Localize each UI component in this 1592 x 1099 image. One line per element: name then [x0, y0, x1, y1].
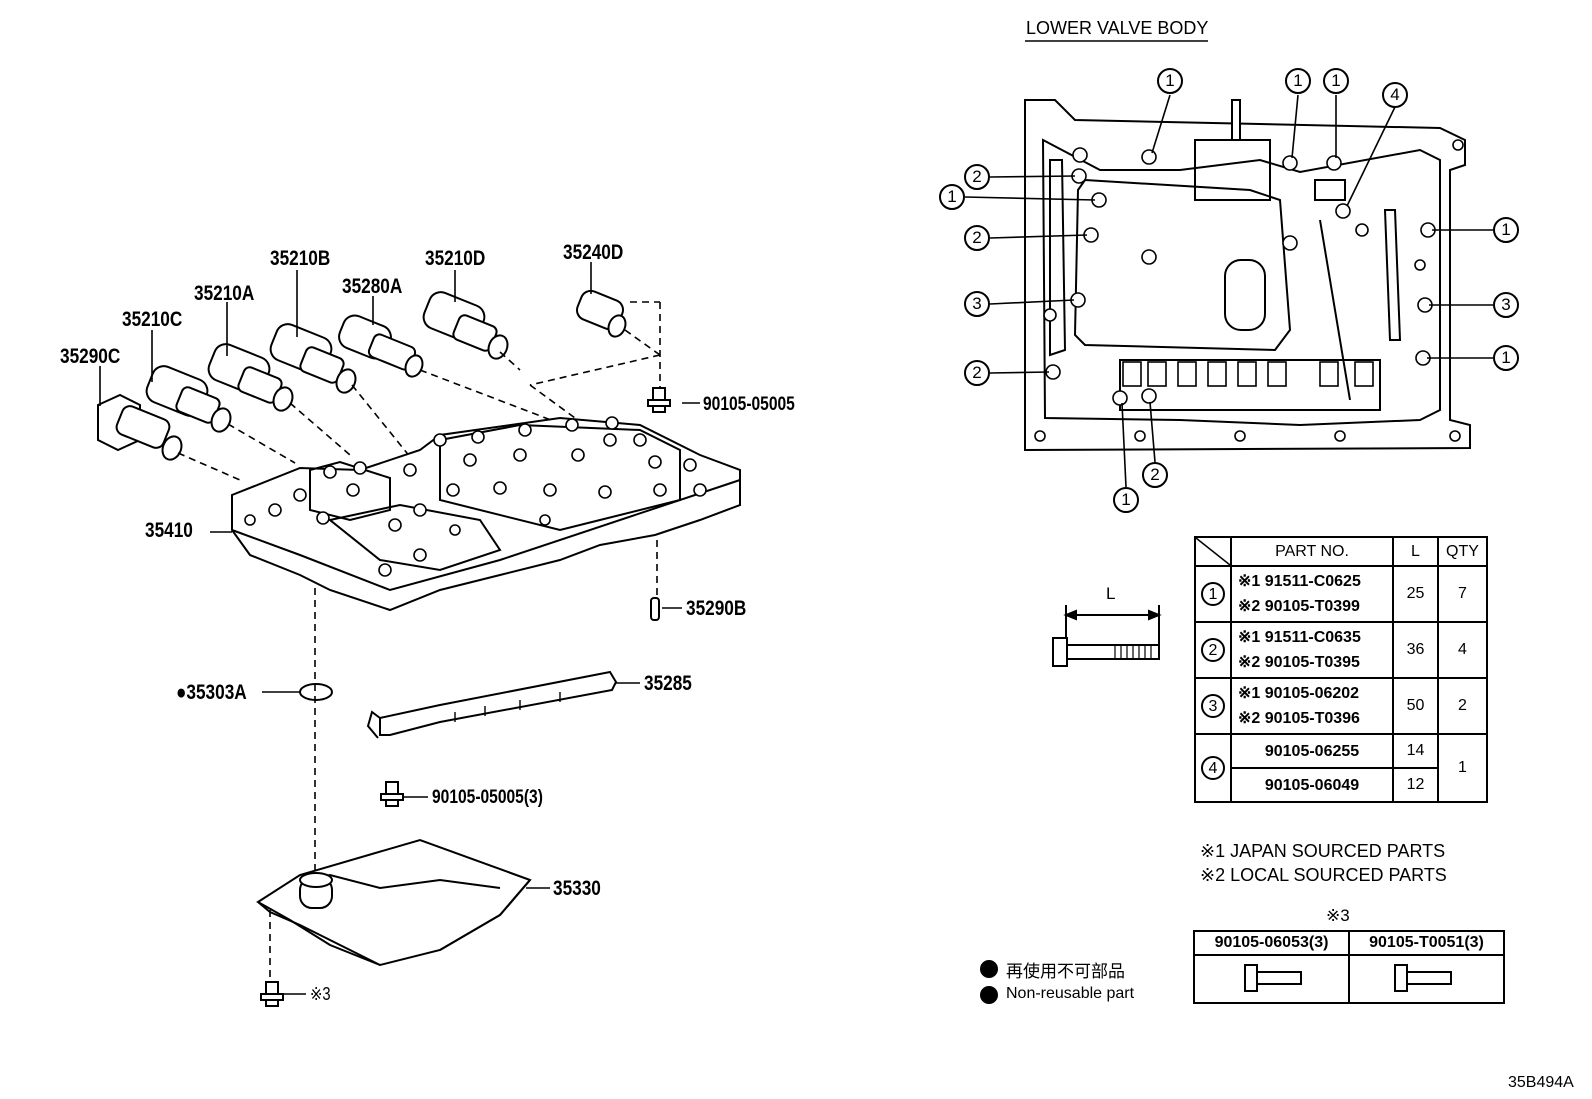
- length-cell: 36: [1392, 621, 1439, 679]
- bracket-35285: [366, 670, 618, 739]
- callout-3: 3: [964, 291, 990, 317]
- solenoid-35290C: [97, 393, 183, 461]
- valve-body-35410: [231, 416, 741, 612]
- label-35303A: ●35303A: [176, 681, 247, 704]
- label-35280A: 35280A: [342, 275, 403, 298]
- table-corner-cell: [1194, 536, 1232, 567]
- dimension-bolt: [1052, 605, 1162, 667]
- label-35330: 35330: [553, 877, 601, 900]
- part-number: ※2 90105-T0395: [1238, 654, 1360, 671]
- label-35410: 35410: [145, 519, 193, 542]
- header-part-no: PART NO.: [1230, 536, 1394, 567]
- table-row: 3 ※1 90105-06202 ※2 90105-T0396 50 2: [1194, 677, 1488, 735]
- length-cell: 50: [1392, 677, 1439, 735]
- solenoid-35210B: [269, 323, 357, 394]
- ref-circle: 3: [1201, 694, 1225, 718]
- bolt-table: 90105-06053(3) 90105-T0051(3): [1193, 930, 1505, 1004]
- callout-2: 2: [964, 360, 990, 386]
- length-cell: 12: [1392, 767, 1439, 803]
- header-l: L: [1392, 536, 1439, 567]
- label-35285: 35285: [644, 672, 692, 695]
- lower-valve-body: [1024, 99, 1471, 452]
- label-35210C: 35210C: [122, 308, 183, 331]
- bolt-ref3: [260, 981, 284, 1007]
- part-number: ※1 91511-C0635: [1238, 629, 1361, 646]
- label-35290C: 35290C: [60, 345, 121, 368]
- part-number: 90105-06049: [1230, 767, 1394, 803]
- bolt-col: 90105-06053(3): [1193, 930, 1350, 956]
- section-title: LOWER VALVE BODY: [1026, 18, 1209, 38]
- table-row: 2 ※1 91511-C0635 ※2 90105-T0395 36 4: [1194, 621, 1488, 679]
- callout-1: 1: [1157, 68, 1183, 94]
- part-number: ※1 90105-06202: [1238, 685, 1360, 702]
- table-row: 90105-06049 12: [1195, 767, 1487, 803]
- note-local: ※2 LOCAL SOURCED PARTS: [1200, 865, 1447, 885]
- solenoid-35210D: [422, 291, 509, 360]
- callout-leaders: [964, 94, 1493, 488]
- legend-dot-en: [980, 986, 998, 1004]
- label-35210A: 35210A: [194, 282, 255, 305]
- callout-4: 4: [1382, 82, 1408, 108]
- part-number: ※2 90105-T0399: [1238, 598, 1360, 615]
- part-number: 90105-06255: [1230, 733, 1394, 769]
- part-number: ※2 90105-T0396: [1238, 710, 1360, 727]
- header-qty: QTY: [1437, 536, 1488, 567]
- qty-cell: 7: [1437, 565, 1488, 623]
- label-35290B: 35290B: [686, 597, 747, 620]
- qty-cell: 1: [1437, 733, 1488, 803]
- o-ring-35303A: [299, 683, 333, 701]
- legend-dot-jp: [980, 960, 998, 978]
- callout-1: 1: [1323, 68, 1349, 94]
- pin-35290B: [650, 597, 660, 621]
- length-cell: 25: [1392, 565, 1439, 623]
- bolt-image-cell: [1193, 954, 1350, 1004]
- solenoid-35240D: [576, 289, 627, 338]
- callout-1: 1: [1285, 68, 1311, 94]
- qty-cell: 2: [1437, 677, 1488, 735]
- callout-1: 1: [1493, 345, 1519, 371]
- parts-table: PART NO. L QTY 1 ※1 91511-C0625 ※2 90105-…: [1194, 536, 1488, 803]
- part-number: ※1 91511-C0625: [1238, 573, 1361, 590]
- callout-2: 2: [964, 225, 990, 251]
- label-ref3: ※3: [310, 984, 331, 1004]
- bolt-90105-05005-3: [380, 781, 404, 807]
- legend-en: Non-reusable part: [1006, 985, 1135, 1002]
- solenoid-35210C: [145, 365, 232, 433]
- label-35240D: 35240D: [563, 241, 624, 264]
- callout-1: 1: [1493, 217, 1519, 243]
- label-35210B: 35210B: [270, 247, 331, 270]
- bolt-90105-05005: [647, 387, 671, 413]
- qty-cell: 4: [1437, 621, 1488, 679]
- bolt-col: 90105-T0051(3): [1348, 930, 1505, 956]
- callout-1: 1: [939, 184, 965, 210]
- table-row: 1 ※1 91511-C0625 ※2 90105-T0399 25 7: [1194, 565, 1488, 623]
- solenoid-35280A: [338, 314, 424, 378]
- label-90105-05005: 90105-05005: [703, 394, 795, 415]
- callout-3: 3: [1493, 292, 1519, 318]
- figure-code: 35B494A: [1508, 1074, 1574, 1091]
- leader-lines: [99, 262, 700, 995]
- label-90105-05005-3: 90105-05005(3): [432, 787, 543, 808]
- bolt-image-cell: [1348, 954, 1505, 1004]
- callout-1: 1: [1113, 487, 1139, 513]
- table-row: 4 90105-06255 14 1: [1194, 733, 1488, 803]
- length-cell: 14: [1392, 733, 1439, 769]
- callout-2: 2: [1142, 462, 1168, 488]
- solenoid-35210A: [207, 343, 294, 412]
- ref-circle: 4: [1201, 756, 1225, 780]
- ref-circle: 2: [1201, 638, 1225, 662]
- callout-2: 2: [964, 164, 990, 190]
- bolt-table-heading: ※3: [1326, 906, 1350, 925]
- legend-jp: 再使用不可部品: [1006, 962, 1125, 982]
- strainer-35330: [256, 838, 532, 967]
- note-japan: ※1 JAPAN SOURCED PARTS: [1200, 841, 1446, 861]
- dimension-label: L: [1106, 584, 1116, 603]
- label-35210D: 35210D: [425, 247, 486, 270]
- ref-circle: 1: [1201, 582, 1225, 606]
